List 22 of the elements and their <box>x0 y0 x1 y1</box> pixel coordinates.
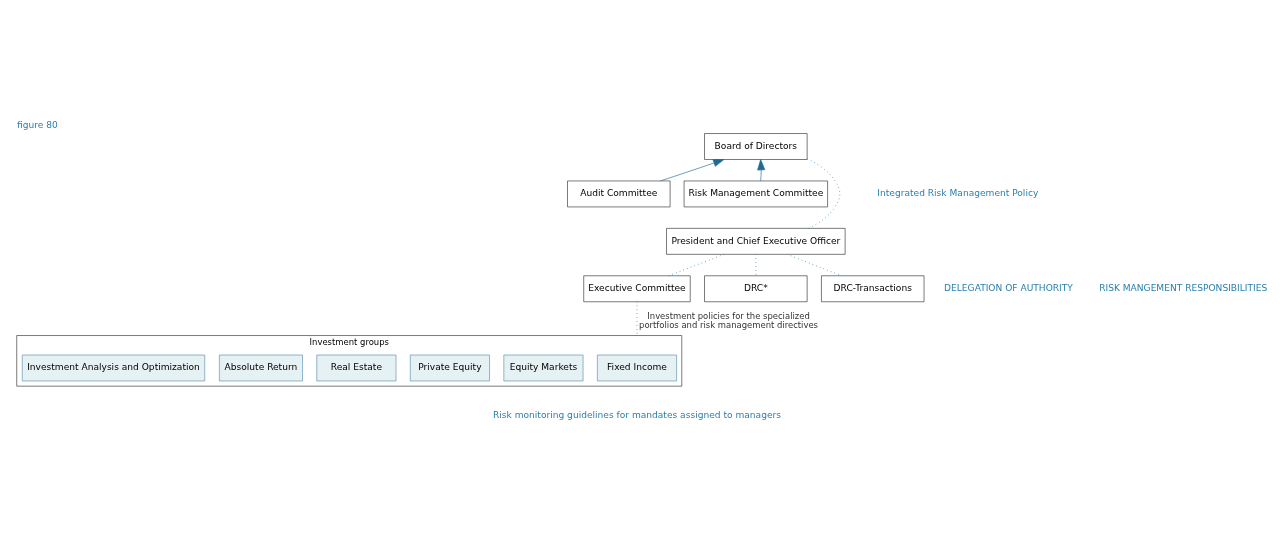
node-box: President and Chief Executive Officer <box>666 227 846 255</box>
diagram-title: figure 80 <box>17 119 58 130</box>
node-box: Board of Directors <box>704 132 808 160</box>
label: Risk monitoring guidelines for mandates assigned to managers <box>492 409 781 420</box>
node-box: Real Estate <box>316 354 397 381</box>
node-box: Absolute Return <box>219 354 303 381</box>
node-box: Private Equity <box>410 354 490 381</box>
label: RISK MANGEMENT RESPONSIBILITIES <box>1099 282 1268 293</box>
connector <box>806 157 841 229</box>
node-box: Fixed Income <box>597 354 677 381</box>
edge-label: Investment policies for the specialized portfolios and risk management directives <box>639 310 819 330</box>
node-box: DRC* <box>704 274 808 302</box>
node-box: Audit Committee <box>567 180 671 207</box>
arrow <box>757 158 766 181</box>
node-box: Executive Committee <box>583 274 691 302</box>
label: Integrated Risk Management Policy <box>877 187 1039 198</box>
node-box: Risk Management Committee <box>683 180 828 207</box>
node-box: Investment Analysis and Optimization <box>21 354 206 381</box>
arrow <box>660 158 725 181</box>
node-box: DRC-Transactions <box>821 274 925 302</box>
label: DELEGATION OF AUTHORITY <box>944 282 1073 293</box>
node-box: Equity Markets <box>503 354 584 381</box>
